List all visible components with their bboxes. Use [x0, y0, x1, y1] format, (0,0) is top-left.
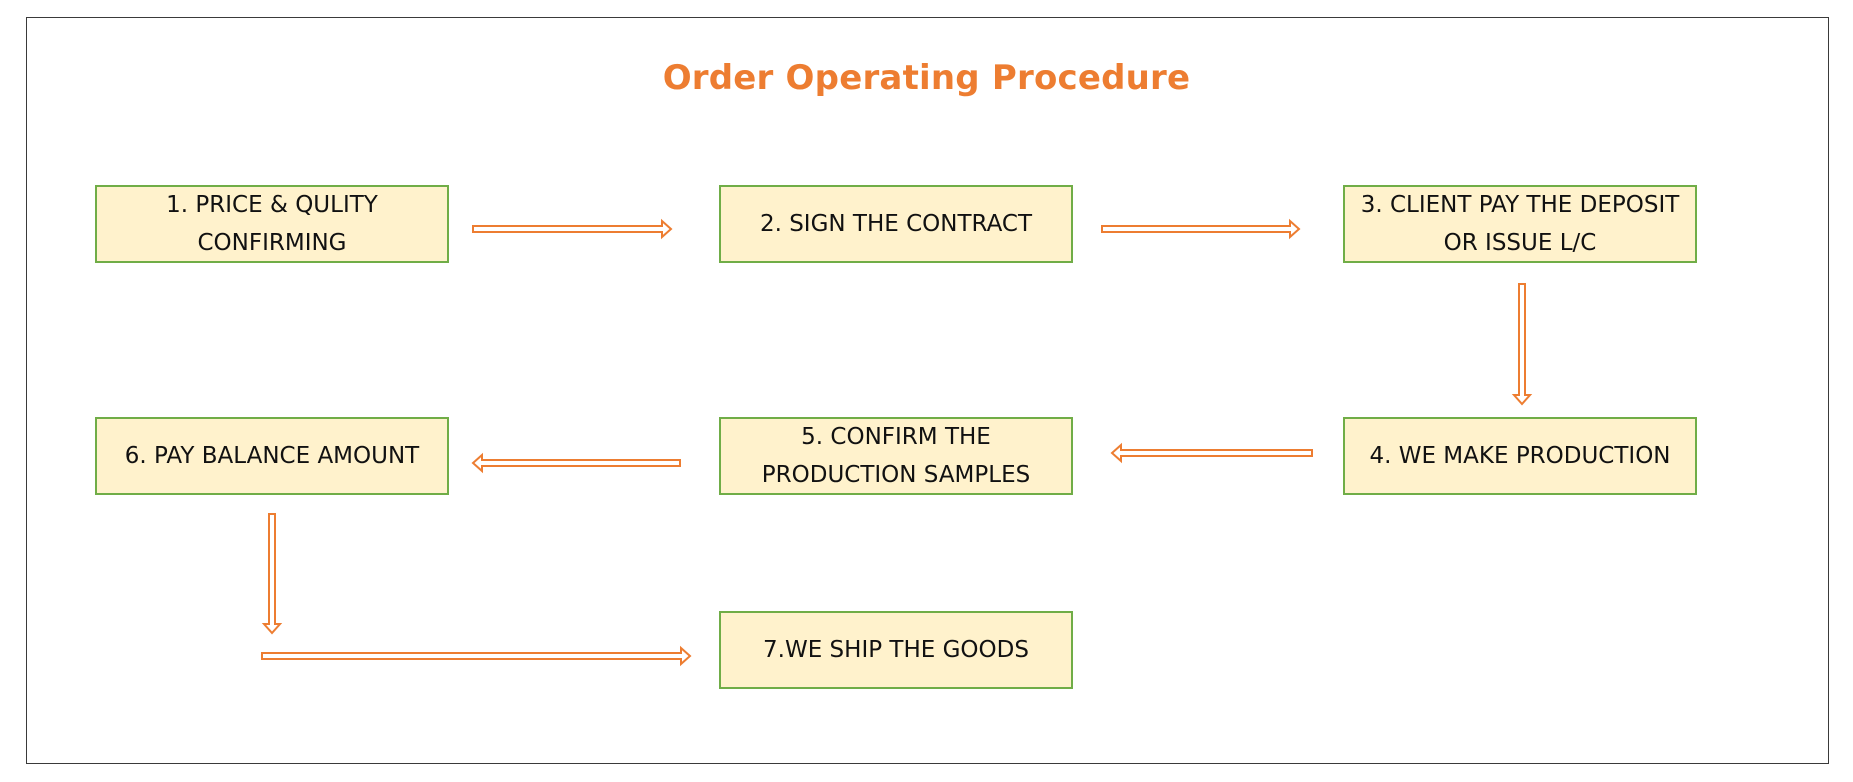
step-4-label: 4. WE MAKE PRODUCTION — [1369, 443, 1671, 469]
step-5-label: 5. CONFIRM THE PRODUCTION SAMPLES — [761, 424, 1031, 488]
step-7-label: 7.WE SHIP THE GOODS — [763, 637, 1029, 663]
step-3-label: 3. CLIENT PAY THE DEPOSIT OR ISSUE L/C — [1360, 192, 1680, 256]
step-2-sign-contract: 2. SIGN THE CONTRACT — [719, 185, 1073, 263]
step-6-pay-balance-amount: 6. PAY BALANCE AMOUNT — [95, 417, 449, 495]
step-7-ship-goods: 7.WE SHIP THE GOODS — [719, 611, 1073, 689]
step-3-client-pay-deposit: 3. CLIENT PAY THE DEPOSIT OR ISSUE L/C — [1343, 185, 1697, 263]
step-5-confirm-production-samples: 5. CONFIRM THE PRODUCTION SAMPLES — [719, 417, 1073, 495]
step-2-label: 2. SIGN THE CONTRACT — [759, 211, 1033, 237]
step-4-make-production: 4. WE MAKE PRODUCTION — [1343, 417, 1697, 495]
step-1-label: 1. PRICE & QULITY CONFIRMING — [166, 192, 378, 256]
step-1-price-quality-confirming: 1. PRICE & QULITY CONFIRMING — [95, 185, 449, 263]
diagram-title: Order Operating Procedure — [662, 58, 1191, 98]
step-6-label: 6. PAY BALANCE AMOUNT — [124, 443, 420, 469]
